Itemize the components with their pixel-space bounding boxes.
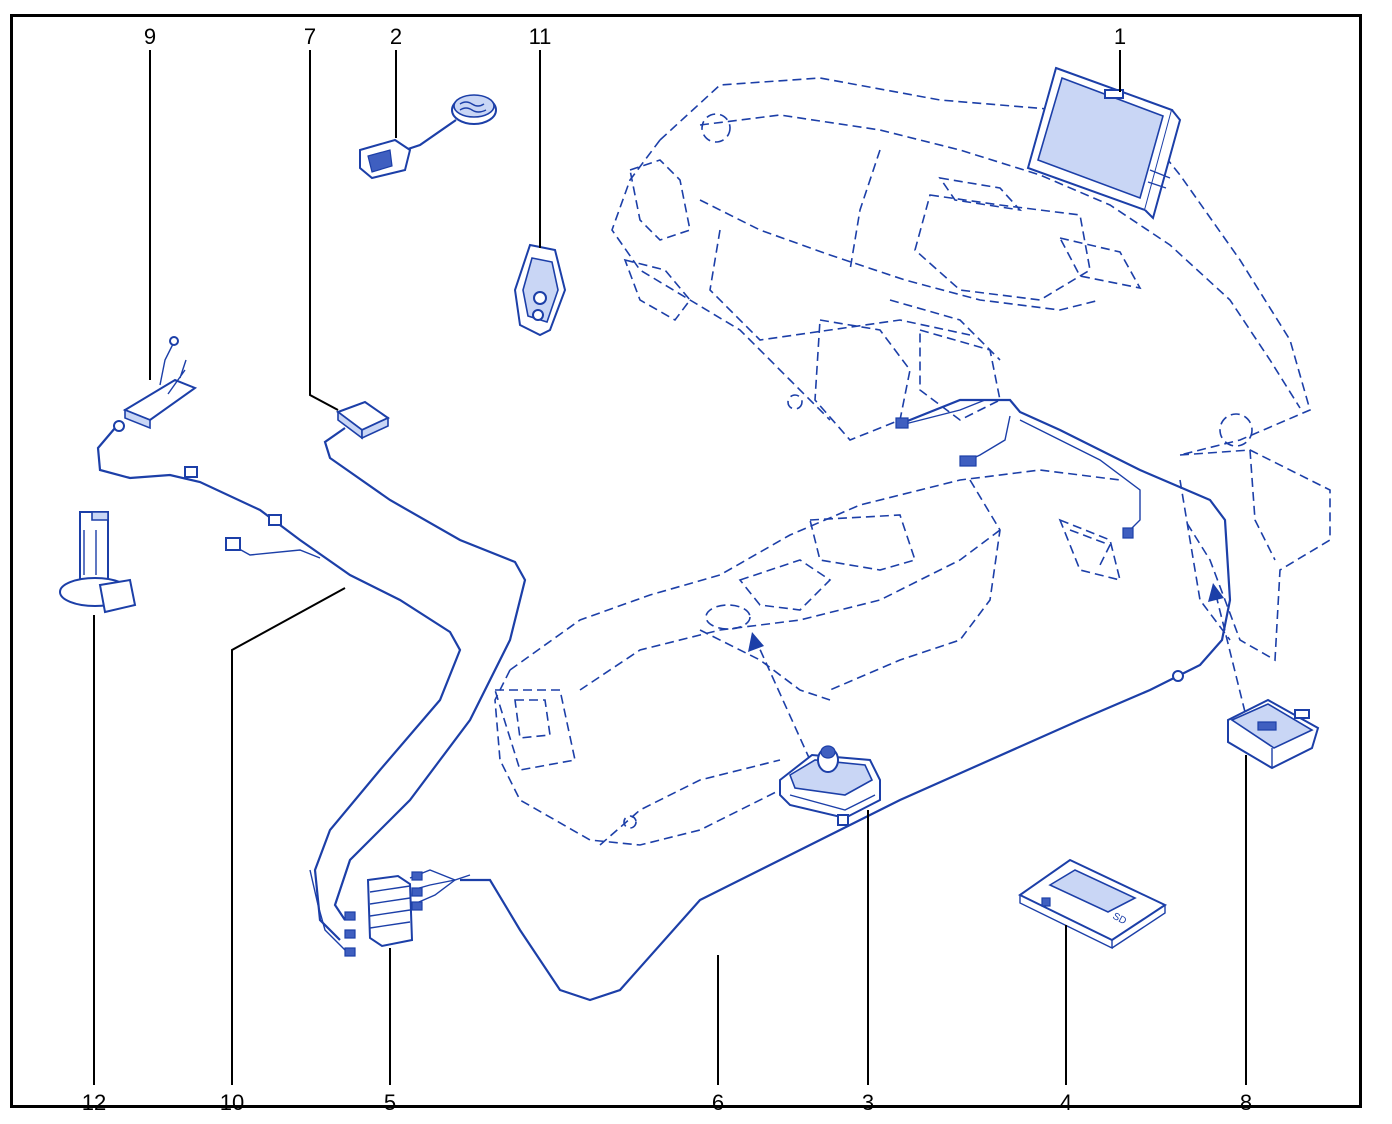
part-4-sd-card: SD xyxy=(1018,858,1168,950)
part-7-gps-antenna xyxy=(335,400,391,440)
dashboard-outline xyxy=(611,77,1331,662)
callout-12: 12 xyxy=(82,1090,106,1115)
part-1-display-screen xyxy=(1026,66,1182,220)
part-3-joystick-controller xyxy=(779,745,881,826)
part-11-remote-control xyxy=(513,243,567,337)
part-8-control-unit xyxy=(1227,698,1320,770)
callout-2: 2 xyxy=(390,24,402,49)
callout-8: 8 xyxy=(1240,1090,1252,1115)
leader-lines xyxy=(93,50,1247,1085)
part-5-connector-block xyxy=(344,871,423,957)
wiring-harness xyxy=(96,398,1232,1002)
callout-7: 7 xyxy=(304,24,316,49)
callout-3: 3 xyxy=(862,1090,874,1115)
center-console-outline xyxy=(493,469,1121,846)
part-2-microphone xyxy=(359,94,497,180)
part-12-unit xyxy=(59,511,137,614)
callout-4: 4 xyxy=(1060,1090,1072,1115)
part-9-module xyxy=(122,336,198,430)
guide-arrows xyxy=(748,583,1246,761)
arrow-head-icon xyxy=(748,632,764,652)
callout-10: 10 xyxy=(220,1090,244,1115)
callout-6: 6 xyxy=(712,1090,724,1115)
diagram-frame xyxy=(10,14,1362,1108)
callout-1: 1 xyxy=(1114,24,1126,49)
callout-11: 11 xyxy=(529,24,552,49)
arrow-head-icon xyxy=(1208,583,1224,602)
callout-numbers: 1 2 3 4 5 6 7 8 9 10 11 12 xyxy=(82,24,1252,1115)
callout-5: 5 xyxy=(384,1090,396,1115)
callout-9: 9 xyxy=(144,24,156,49)
